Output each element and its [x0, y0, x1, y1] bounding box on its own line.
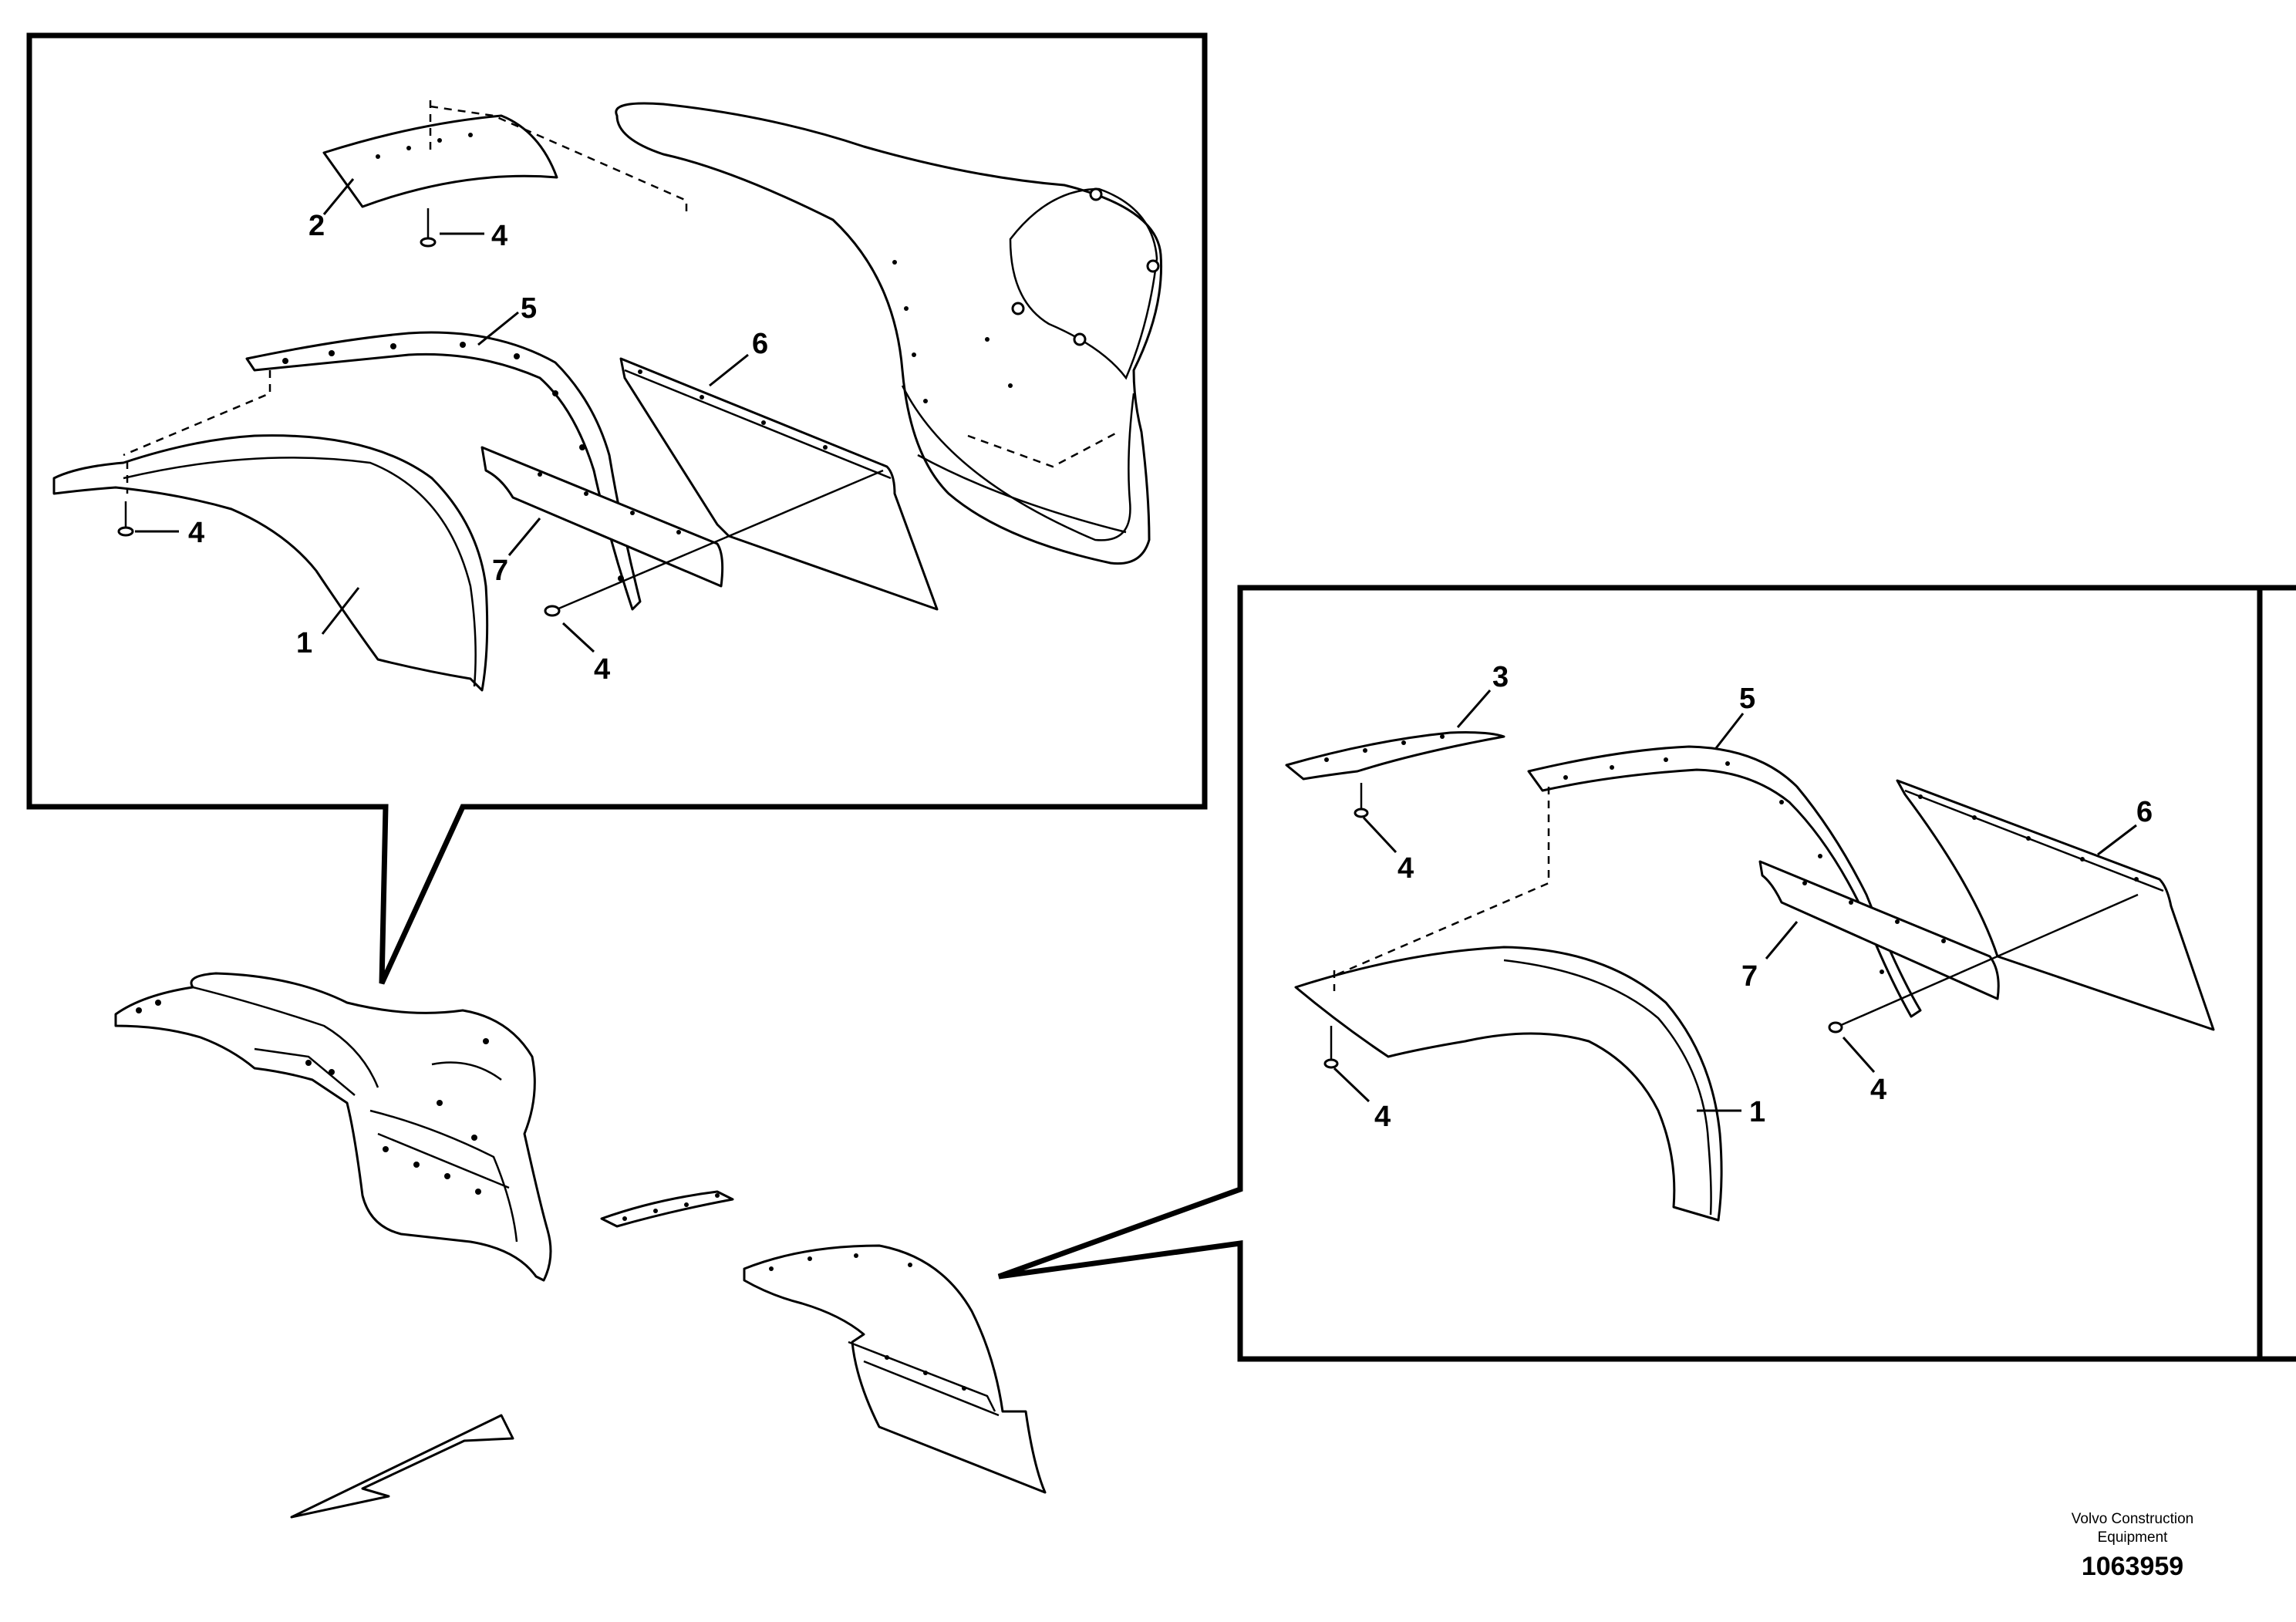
callout-4: 4: [1374, 1101, 1391, 1133]
overview-assembly: [114, 972, 1047, 1494]
callout-4: 4: [188, 517, 204, 549]
part-6-mud-flap: [1896, 779, 2215, 1031]
callout-4: 4: [594, 653, 610, 686]
callout-3: 3: [1492, 661, 1509, 693]
callout-4: 4: [491, 220, 507, 252]
callout-1: 1: [1749, 1096, 1765, 1128]
part-7-angle-strip: [1758, 860, 2000, 1000]
callout-2: 2: [308, 210, 325, 242]
credit-line-2: Equipment: [2097, 1529, 2168, 1546]
callout-4: 4: [1397, 852, 1414, 885]
exploded-view-top: [52, 100, 1163, 692]
part-2-cover-plate: [322, 114, 558, 208]
part-1-fender-arch: [52, 434, 489, 692]
callout-5: 5: [521, 292, 537, 325]
rear-fender-housing: [615, 102, 1163, 565]
callout-5: 5: [1739, 683, 1755, 715]
callout-1: 1: [296, 627, 312, 659]
callout-4: 4: [1870, 1074, 1886, 1106]
callout-6: 6: [2136, 796, 2153, 828]
part-6-mud-flap: [619, 357, 939, 611]
part-3-cover-plate: [1285, 731, 1505, 781]
part-7-angle-strip: [480, 446, 724, 588]
part-5-mounting-strip: [1527, 745, 1922, 1018]
callout-frame-right: [997, 585, 2296, 1362]
callout-6: 6: [752, 328, 768, 360]
credit-line-1: Volvo Construction: [2071, 1511, 2194, 1527]
callout-7: 7: [492, 555, 508, 587]
forward-direction-arrow: [290, 1414, 514, 1519]
part-1-fender-arch: [1294, 946, 1723, 1222]
drawing-number: 1063959: [2081, 1552, 2184, 1581]
exploded-view-right: [1285, 690, 2215, 1222]
callout-7: 7: [1741, 960, 1758, 993]
manufacturer-credit: Volvo Construction Equipment: [2032, 1510, 2233, 1547]
